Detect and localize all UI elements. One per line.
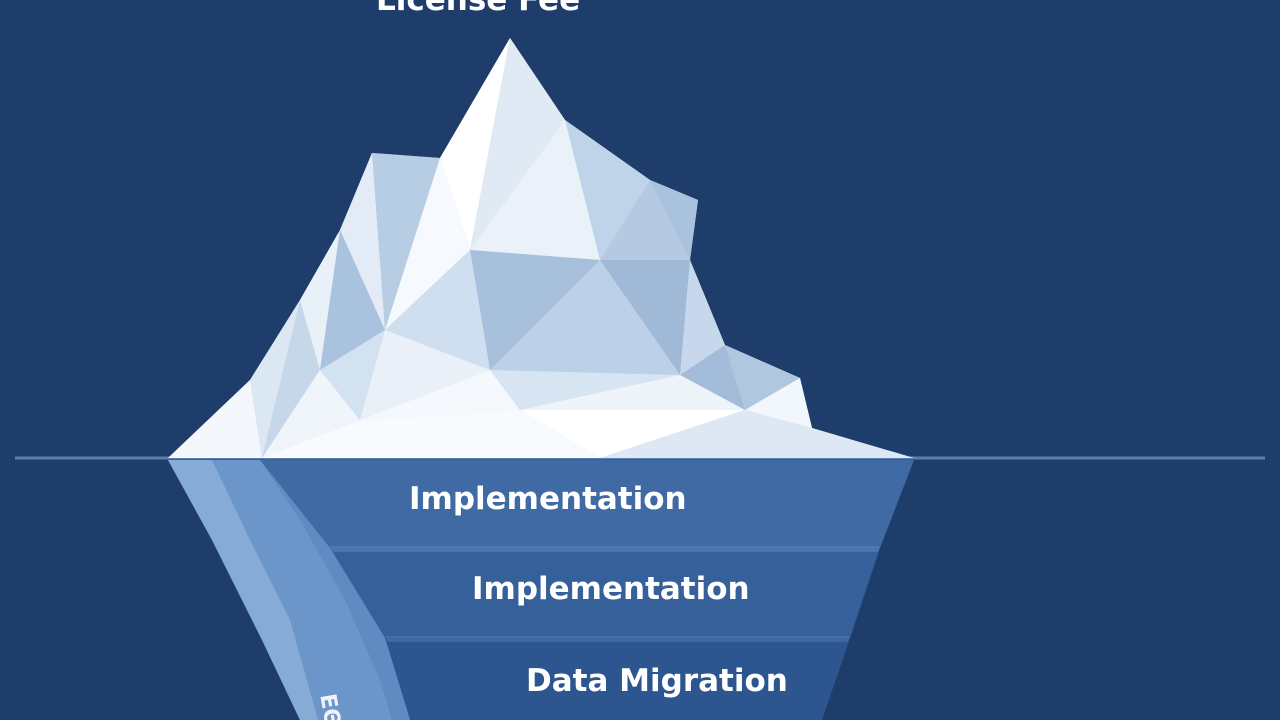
band-divider-1: [330, 546, 880, 552]
underwater-band-1: [260, 460, 914, 548]
underwater-side-highlight: [168, 460, 318, 720]
implementation-label-2: Implementation: [472, 571, 750, 607]
license-fee-label: License Fee: [376, 0, 581, 18]
underwater-band-2: [330, 548, 880, 638]
band-divider-2: [385, 636, 850, 642]
underwater-part: [168, 460, 914, 720]
underwater-side-shadow: [260, 460, 410, 720]
underwater-band-3: [385, 638, 850, 720]
implementation-label-1: Implementation: [409, 481, 687, 517]
data-migration-label: Data Migration: [526, 663, 788, 699]
iceberg-tip: [168, 38, 914, 458]
